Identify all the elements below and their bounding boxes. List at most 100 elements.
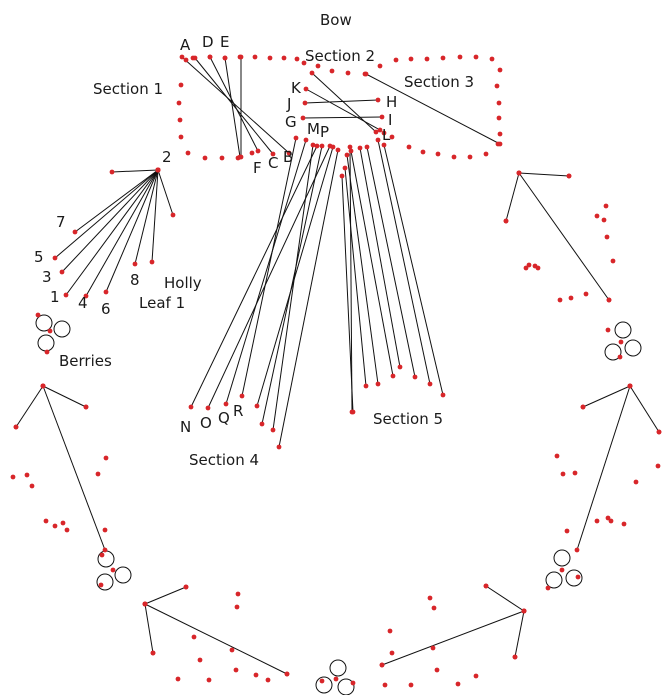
letter-q: Q: [218, 409, 230, 427]
berry-circle: [315, 676, 333, 694]
guide-dot: [183, 584, 189, 590]
berry-circle: [604, 343, 622, 361]
letter-a: A: [180, 36, 191, 54]
guide-dot: [656, 429, 662, 435]
number-4: 4: [78, 294, 88, 312]
guide-dot: [235, 591, 241, 597]
guide-dot: [52, 523, 58, 529]
guide-dot: [379, 114, 385, 120]
guide-dot: [43, 518, 49, 524]
guide-dot: [606, 297, 612, 303]
guide-dot: [408, 682, 414, 688]
connector-line: [629, 385, 660, 433]
connector-line: [42, 385, 106, 551]
berry-circle: [96, 573, 114, 591]
guide-dot: [309, 70, 315, 76]
connector-line: [518, 172, 570, 177]
connector-line: [42, 385, 87, 408]
guide-dot: [379, 662, 385, 668]
number-1: 1: [50, 288, 60, 306]
guide-dot: [170, 212, 176, 218]
berry-circle: [35, 314, 53, 332]
guide-dot: [350, 680, 356, 686]
guide-dot: [348, 148, 354, 154]
guide-dot: [618, 339, 624, 345]
connector-line: [151, 169, 159, 263]
guide-dot: [238, 54, 244, 60]
section-4-label: Section 4: [189, 451, 259, 469]
guide-dot: [427, 381, 433, 387]
connector-line: [194, 57, 274, 155]
berry-circle: [337, 678, 355, 695]
guide-dot: [526, 262, 532, 268]
guide-dot: [191, 634, 197, 640]
guide-dot: [207, 54, 213, 60]
guide-dot: [575, 574, 581, 580]
guide-dot: [110, 567, 116, 573]
guide-dot: [497, 141, 503, 147]
guide-dot: [627, 383, 633, 389]
berry-circle: [614, 321, 632, 339]
guide-dot: [494, 83, 500, 89]
guide-dot: [363, 383, 369, 389]
connector-line: [181, 56, 290, 154]
guide-dot: [176, 100, 182, 106]
guide-dot: [142, 601, 148, 607]
connector-line: [85, 169, 159, 297]
guide-dot: [554, 453, 560, 459]
connector-line: [485, 585, 525, 612]
berry-circle: [53, 320, 71, 338]
guide-dot: [603, 203, 609, 209]
connector-line: [134, 169, 159, 265]
guide-dot: [373, 129, 379, 135]
labels: Bow Section 1 Section 2 Section 3 Sectio…: [34, 11, 474, 469]
connector-line: [346, 154, 379, 385]
guide-dot: [497, 131, 503, 137]
guide-dot: [178, 134, 184, 140]
guide-dot: [617, 354, 623, 360]
berry-circle: [624, 339, 642, 357]
guide-dot: [47, 328, 53, 334]
guide-dot: [434, 667, 440, 673]
connector-line: [383, 144, 444, 396]
number-7: 7: [56, 213, 66, 231]
guide-dot: [150, 650, 156, 656]
guide-dot: [178, 82, 184, 88]
guide-dot: [347, 144, 353, 150]
guide-dot: [206, 677, 212, 683]
guide-dot: [185, 150, 191, 156]
guide-dot: [253, 672, 259, 678]
guide-dot: [457, 54, 463, 60]
guide-dot: [254, 403, 260, 409]
guide-dot: [364, 144, 370, 150]
berry-circle: [545, 571, 563, 589]
connector-line: [61, 169, 159, 273]
guide-dot: [319, 143, 325, 149]
guide-dot: [99, 552, 105, 558]
guide-dot: [83, 293, 89, 299]
guide-dot: [604, 234, 610, 240]
guide-dot: [655, 463, 661, 469]
guide-dot: [155, 167, 161, 173]
guide-dot: [83, 404, 89, 410]
guide-dot: [270, 427, 276, 433]
berry-circle: [329, 659, 347, 677]
guide-dot: [377, 63, 383, 69]
title-bow: Bow: [320, 11, 352, 29]
guide-dot: [497, 67, 503, 73]
guide-dot: [175, 676, 181, 682]
section-2-label: Section 2: [305, 47, 375, 65]
guide-dot: [483, 151, 489, 157]
connector-line: [576, 385, 631, 551]
guide-dot: [276, 444, 282, 450]
guide-dot: [149, 259, 155, 265]
guide-dot: [610, 258, 616, 264]
guide-dot: [420, 149, 426, 155]
guide-dot: [177, 117, 183, 123]
guide-dot: [424, 56, 430, 62]
guide-dot: [249, 150, 255, 156]
guide-dot: [594, 213, 600, 219]
guide-dot: [60, 520, 66, 526]
connector-line: [157, 169, 174, 216]
connector-line: [278, 149, 339, 448]
